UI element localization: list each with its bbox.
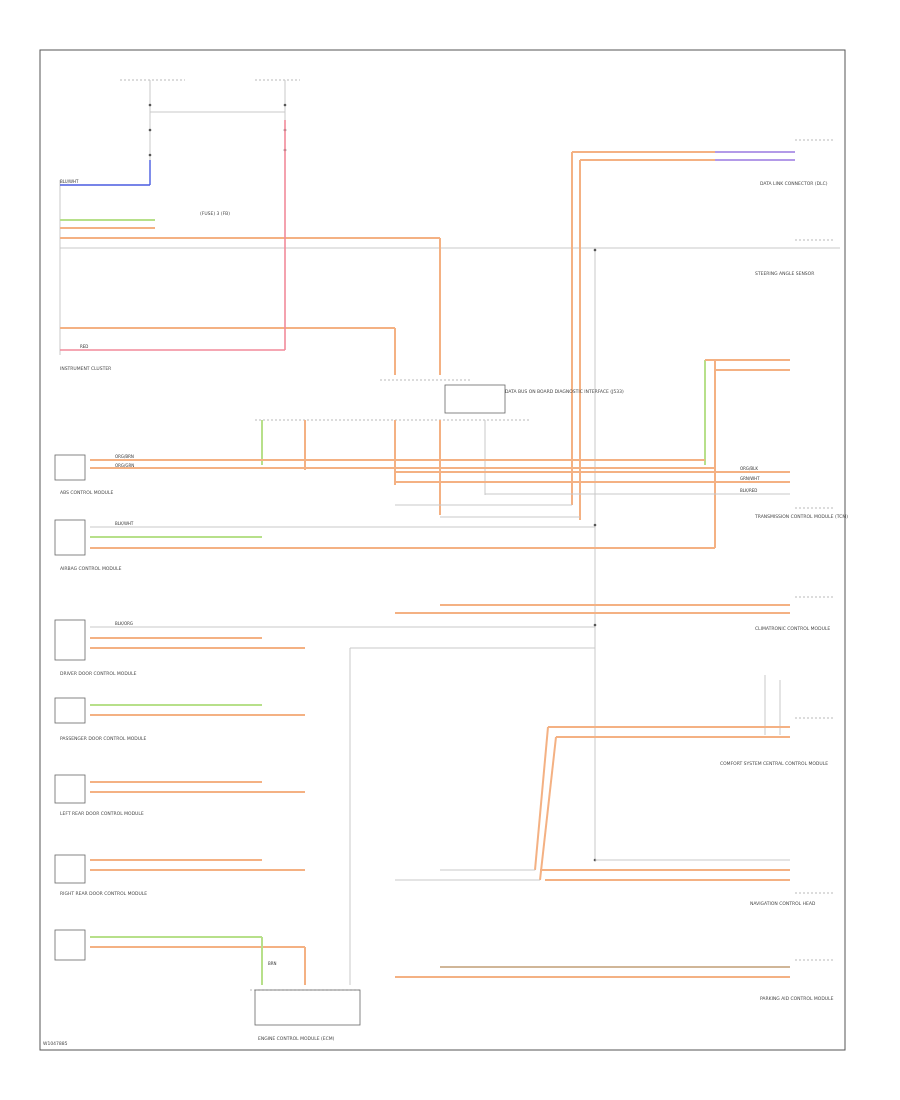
cluster-bus-lines [90,459,790,495]
left-rear-door-label: LEFT REAR DOOR CONTROL MODULE [60,811,144,817]
abs-fuse-label: (FUSE) 3 (FB) [200,211,230,217]
diagram-frame [39,49,846,1051]
central-convenience-label: COMFORT SYSTEM CENTRAL CONTROL MODULE [720,761,828,767]
wire-label-brn: BRN [268,961,277,966]
parking-aid-label: PARKING AID CONTROL MODULE [760,996,834,1002]
comfort-bus [395,675,790,881]
fuse-group-right [255,79,300,185]
wire-label-red: RED [80,344,88,349]
right-rear-door-lines [90,859,305,871]
left-modules [54,454,86,961]
tcm-label: TRANSMISSION CONTROL MODULE (TCM) [754,514,848,520]
parking-aid-lines [395,966,790,978]
wire-label-blk-wht: BLK/WHT [115,521,134,526]
wire-label-blk-org: BLK/ORG [115,621,133,626]
mid-right-bus [395,604,790,614]
instrument-cluster-label: INSTRUMENT CLUSTER [60,366,111,372]
dlc-label: DATA LINK CONNECTOR (DLC) [760,181,828,187]
abs-control-module-label: ABS CONTROL MODULE [60,490,113,496]
wire-label-blk-red: BLK/RED [740,488,757,493]
passenger-door-label: PASSENGER DOOR CONTROL MODULE [60,736,147,742]
wire-label-org-blk: ORG/BLK [740,466,758,471]
climatronic-label: CLIMATRONIC CONTROL MODULE [755,626,830,632]
wire-label-org-grn: ORG/GRN [115,463,134,468]
right-upper-connectors [704,359,790,548]
driver-door-label: DRIVER DOOR CONTROL MODULE [60,671,137,677]
airbag-lines [90,504,715,549]
bottom-left-lines [90,936,361,1026]
driver-door-lines [90,626,595,985]
footer-code: W1047885 [43,1041,68,1047]
wire-label-org-brn: ORG/BRN [115,454,134,459]
right-connector-marks [795,139,835,961]
right-bus-trunk [571,151,795,862]
steering-angle-sensor-label: STEERING ANGLE SENSOR [755,271,814,277]
gateway-label: DATA BUS ON BOARD DIAGNOSTIC INTERFACE (… [505,389,624,395]
wire-label-blu-wht: BLU/WHT [60,179,79,184]
left-rear-door-lines [90,781,305,793]
gateway-connector [255,379,530,421]
wire-label-grn-wht: GRN/WHT [740,476,760,481]
passenger-door-lines [90,704,305,716]
right-rear-door-label: RIGHT REAR DOOR CONTROL MODULE [60,891,147,897]
airbag-module-label: AIRBAG CONTROL MODULE [60,566,122,572]
fuse-group-left [120,79,285,185]
engine-control-label: ENGINE CONTROL MODULE (ECM) [258,1036,335,1042]
instrument-cluster-connector [59,120,840,375]
navigation-label: NAVIGATION CONTROL HEAD [750,901,816,907]
